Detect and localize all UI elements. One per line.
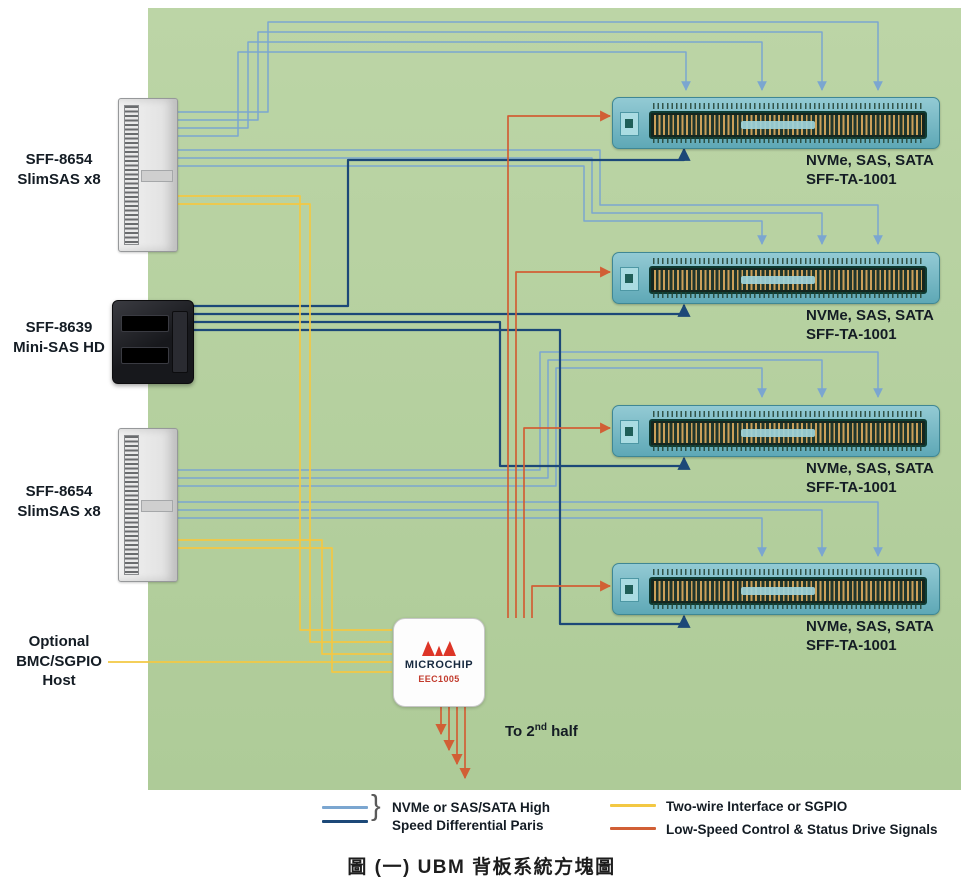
connector-slot	[649, 266, 927, 294]
note-superscript: nd	[534, 722, 547, 733]
drive-connector-4	[612, 563, 940, 615]
slimsas-connector-top	[118, 98, 178, 252]
label-line: NVMe, SAS, SATA	[806, 618, 934, 635]
highspeed-lightblue-wires	[176, 21, 883, 557]
label-line: SFF-TA-1001	[806, 170, 897, 188]
connector-step	[172, 311, 188, 373]
legend-twowire-text: Two-wire Interface or SGPIO	[666, 799, 848, 814]
connector-slot	[649, 419, 927, 447]
slimsas-bottom-label: SFF-8654 SlimSAS x8	[0, 482, 118, 521]
connector-slot	[121, 315, 169, 332]
slimsas-top-label: SFF-8654 SlimSAS x8	[0, 150, 118, 189]
connector-key	[620, 267, 639, 291]
connector-pin-comb	[653, 603, 923, 609]
label-line: NVMe or SAS/SATA High	[392, 800, 551, 815]
connector-slot	[649, 111, 927, 139]
legend-lightblue-line	[322, 806, 368, 809]
legend-yellow-line	[610, 804, 656, 807]
two-wire-sgpio-wires	[108, 195, 392, 673]
connector-pins	[124, 105, 139, 245]
label-line: Optional	[28, 633, 90, 650]
connector-groove	[141, 500, 173, 512]
label-line: Mini-SAS HD	[13, 338, 105, 356]
figure-caption: 圖 (一) UBM 背板系統方塊圖	[347, 857, 616, 878]
drive-connector-1	[612, 97, 940, 149]
connector-key	[620, 112, 639, 136]
label-line: NVMe, SAS, SATA	[806, 307, 934, 324]
connector-pins	[124, 435, 139, 575]
legend-orange-line	[610, 827, 656, 830]
ubm-controller-chip: MICROCHIP EEC1005	[393, 618, 485, 707]
connector-pin-comb	[653, 137, 923, 143]
slimsas-connector-bottom	[118, 428, 178, 582]
note-text: half	[546, 723, 578, 740]
label-line: NVMe, SAS, SATA	[806, 152, 934, 169]
connector-pin-comb	[653, 445, 923, 451]
minisas-label: SFF-8639 Mini-SAS HD	[0, 318, 118, 357]
label-line: SlimSAS x8	[17, 502, 101, 520]
label-line: SFF-TA-1001	[806, 478, 897, 496]
label-line: Host	[42, 672, 76, 689]
label-line: BMC/SGPIO	[16, 652, 102, 670]
chip-brand: MICROCHIP	[404, 659, 474, 671]
highspeed-darkblue-wires	[192, 147, 691, 628]
low-speed-control-wires	[435, 110, 612, 780]
drive-label-4: NVMe, SAS, SATA SFF-TA-1001	[806, 618, 963, 656]
connector-tongue	[741, 429, 816, 437]
to-second-half-note: To 2nd half	[505, 722, 578, 740]
label-line: SFF-8654	[25, 151, 93, 168]
connector-tongue	[741, 121, 816, 129]
drive-label-2: NVMe, SAS, SATA SFF-TA-1001	[806, 307, 963, 345]
connector-tongue	[741, 587, 816, 595]
connector-groove	[141, 170, 173, 182]
label-line: Speed Differential Paris	[392, 818, 544, 834]
microchip-logo-icon	[422, 641, 456, 656]
wiring-diagram	[108, 21, 883, 780]
label-line: NVMe, SAS, SATA	[806, 460, 934, 477]
connector-tongue	[741, 276, 816, 284]
connector-slot	[121, 347, 169, 364]
connector-pin-comb	[653, 292, 923, 298]
bmc-host-label: Optional BMC/SGPIO Host	[0, 632, 118, 691]
label-line: SFF-TA-1001	[806, 325, 897, 343]
label-line: SFF-8654	[25, 483, 93, 500]
drive-label-3: NVMe, SAS, SATA SFF-TA-1001	[806, 460, 963, 498]
drive-connector-2	[612, 252, 940, 304]
note-text: To 2	[505, 723, 535, 740]
label-line: SFF-8639	[25, 319, 93, 336]
legend-brace-icon: }	[371, 790, 381, 822]
legend-darkblue-line	[322, 820, 368, 823]
connector-pin-comb	[653, 411, 923, 417]
connector-slot	[649, 577, 927, 605]
legend-highspeed-text: NVMe or SAS/SATA High Speed Differential…	[392, 799, 550, 835]
connector-pin-comb	[653, 569, 923, 575]
connector-key	[620, 420, 639, 444]
chip-part-number: EEC1005	[418, 674, 460, 684]
connector-key	[620, 578, 639, 602]
label-line: SlimSAS x8	[17, 170, 101, 188]
connector-pin-comb	[653, 103, 923, 109]
label-line: SFF-TA-1001	[806, 636, 897, 654]
drive-label-1: NVMe, SAS, SATA SFF-TA-1001	[806, 152, 963, 190]
connector-pin-comb	[653, 258, 923, 264]
legend-lowspeed-text: Low-Speed Control & Status Drive Signals	[666, 822, 938, 837]
minisas-hd-connector	[112, 300, 194, 384]
drive-connector-3	[612, 405, 940, 457]
